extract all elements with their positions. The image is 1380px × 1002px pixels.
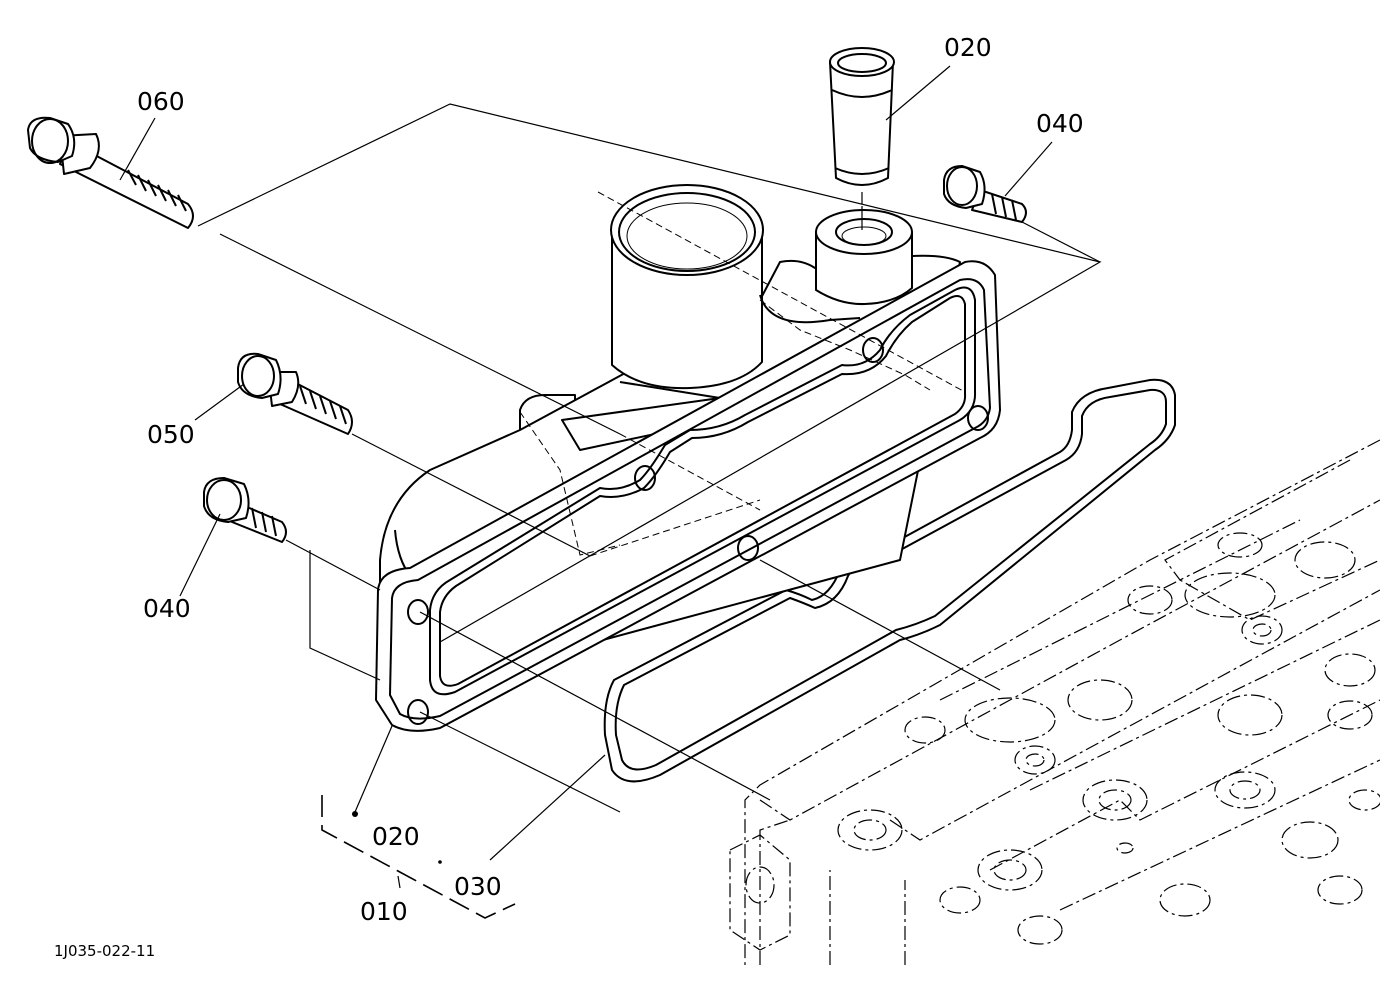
leader-lines bbox=[119, 65, 1053, 919]
cylinder-head bbox=[729, 439, 1380, 965]
label-flange-020: 020 bbox=[372, 822, 420, 851]
label-pipe-020: 020 bbox=[944, 33, 992, 62]
assembly-lines bbox=[197, 103, 1102, 813]
bolt-050 bbox=[237, 352, 353, 435]
label-bolt-040-left: 040 bbox=[143, 594, 191, 623]
label-bolt-050: 050 bbox=[147, 420, 195, 449]
bolt-040-left bbox=[203, 477, 287, 543]
flange-face bbox=[375, 260, 1001, 732]
label-bolt-060: 060 bbox=[137, 87, 185, 116]
pipe-020 bbox=[829, 47, 895, 186]
gasket-030 bbox=[603, 378, 1176, 783]
drawing-code: 1J035-022-11 bbox=[54, 942, 155, 960]
label-bolt-040-upper: 040 bbox=[1036, 109, 1084, 138]
bolt-040-upper bbox=[943, 165, 1027, 223]
reference-dot bbox=[352, 811, 358, 817]
label-assembly-010: 010 bbox=[360, 897, 408, 926]
reference-dot bbox=[438, 860, 442, 864]
label-gasket-030: 030 bbox=[454, 872, 502, 901]
bolt-060 bbox=[27, 116, 194, 229]
